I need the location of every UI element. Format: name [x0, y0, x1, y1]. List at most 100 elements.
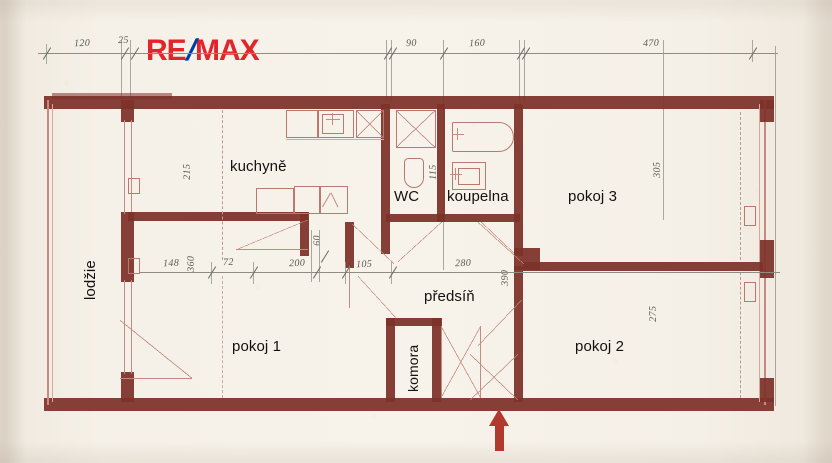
middle-dimension-line	[140, 272, 780, 273]
wall-wc-east	[437, 104, 445, 222]
dimension-top-120: 120	[73, 37, 91, 50]
wall-pokoj3-pokoj2-divider	[523, 262, 763, 271]
wall-wc-south	[386, 214, 444, 222]
kitchen-stove	[356, 110, 384, 138]
dimension-top-25: 25	[117, 34, 129, 47]
kitchen-sink-tap-v	[332, 113, 333, 125]
dimension-top-470: 470	[642, 37, 660, 50]
bathroom-sink-basin	[458, 168, 480, 185]
top-ext-line	[524, 40, 525, 102]
room-label-kuchyne: kuchyně	[230, 158, 287, 175]
dimension-kuchyne-215: 215	[181, 163, 193, 180]
wall-pier-right-top	[760, 100, 774, 122]
wall-exterior-top-shadow	[52, 93, 172, 99]
pokoj2-door-swing	[478, 300, 522, 346]
wall-lodzie-divider-top	[121, 100, 134, 122]
wall-exterior-bottom	[44, 398, 774, 411]
wall-hall-west	[345, 222, 354, 268]
dimension-wc-115: 115	[427, 164, 439, 180]
room-label-pokoj2: pokoj 2	[575, 338, 625, 355]
kitchen-counter-line	[286, 139, 384, 140]
wc-toilet	[404, 158, 424, 188]
dimension-mid-200: 200	[288, 257, 306, 270]
entrance-arrow-head	[489, 409, 509, 426]
bathtub	[452, 122, 514, 152]
pokoj2-reference-dashed-line	[740, 272, 741, 398]
entrance-arrow-shaft	[495, 423, 504, 451]
lodzie-door-line-a	[124, 120, 125, 214]
dimension-mid-105: 105	[355, 258, 373, 271]
kitchen-cabinet-lower-1	[256, 188, 294, 214]
middle-ext-line	[311, 230, 312, 282]
top-ext-line	[121, 40, 122, 98]
hall-west-thin	[349, 266, 350, 308]
wall-exterior-left-inner	[52, 104, 53, 402]
top-ext-line	[775, 46, 776, 406]
window-mark-pokoj2	[744, 282, 756, 302]
middle-ext-line	[319, 230, 320, 282]
dimension-mid-280: 280	[454, 257, 472, 270]
room-label-lodzie: lodžie	[82, 260, 99, 300]
top-ext-line	[391, 40, 392, 102]
kitchen-appliance	[320, 186, 348, 214]
room-label-pokoj1: pokoj 1	[232, 338, 282, 355]
pokoj1-reference-dashed-line	[222, 276, 223, 398]
wall-bathroom-east	[514, 104, 523, 256]
top-dimension-line	[38, 53, 778, 54]
kitchen-cabinet-lower-2	[294, 186, 320, 214]
bathroom-sink-tap-v	[455, 168, 456, 180]
remax-logo: RE / MAX	[146, 34, 260, 67]
logo-text-re: RE	[146, 34, 187, 67]
kitchen-cabinet-upper-2	[318, 110, 354, 138]
komora-door-swing-edge-r	[480, 326, 481, 398]
window-mark-pokoj3	[744, 206, 756, 226]
lodzie-door-swing-edge	[120, 378, 192, 379]
komora-door-swing-edge	[441, 326, 442, 398]
room-label-komora: komora	[405, 344, 421, 392]
wall-lodzie-divider-mid	[121, 212, 134, 282]
lodzie-door-line-b	[131, 120, 132, 214]
wc-door-swing	[398, 222, 442, 262]
pokoj3-reference-dashed-line	[740, 112, 741, 260]
dimension-pokoj1-360: 360	[185, 255, 197, 272]
hall-door-swing-lower	[358, 276, 398, 320]
wall-kitchen-south	[128, 212, 308, 221]
room-label-predsin: předsíň	[424, 288, 475, 305]
window-mark-lodzie-lower	[128, 258, 140, 274]
room-label-wc: WC	[394, 188, 420, 205]
dimension-top-90: 90	[405, 37, 417, 50]
dimension-mid-72: 72	[222, 256, 234, 269]
lodzie-door-swing	[120, 320, 192, 378]
kitchen-door-swing-edge	[236, 249, 308, 250]
window-mark-lodzie-upper	[128, 178, 140, 194]
wall-kitchen-east	[381, 104, 390, 254]
bathroom-sink	[452, 162, 486, 190]
dimension-kuchyne-60: 60	[311, 234, 323, 246]
bathroom-sink-tap-h	[450, 174, 462, 175]
room-label-koupelna: koupelna	[447, 188, 509, 205]
bathtub-tap-h	[452, 134, 464, 135]
top-ext-line	[519, 40, 520, 102]
dimension-mid-148: 148	[162, 257, 180, 270]
wall-lodzie-divider-bottom	[121, 372, 134, 402]
logo-text-max: MAX	[195, 34, 260, 67]
wall-exterior-top	[44, 96, 774, 109]
wall-komora-north	[386, 318, 442, 326]
dimension-pokoj3-305: 305	[651, 161, 663, 178]
dimension-top-160: 160	[468, 37, 486, 50]
kitchen-door-swing	[236, 220, 308, 250]
bathtub-tap-v	[457, 128, 458, 140]
dimension-pokoj2-275: 275	[647, 305, 659, 322]
wall-bathroom-south	[444, 214, 520, 222]
wall-komora-east	[432, 318, 441, 402]
wall-komora-west	[386, 318, 395, 402]
top-ext-line	[663, 40, 664, 220]
wall-exterior-right-inner	[759, 104, 760, 402]
wc-shaft-box	[396, 110, 436, 148]
wall-pier-right-mid	[760, 240, 774, 278]
kitchen-sink	[322, 114, 344, 134]
top-ext-line	[130, 40, 131, 98]
room-label-pokoj3: pokoj 3	[568, 188, 618, 205]
kitchen-cabinet-upper-1	[286, 110, 318, 138]
top-ext-line	[386, 40, 387, 102]
